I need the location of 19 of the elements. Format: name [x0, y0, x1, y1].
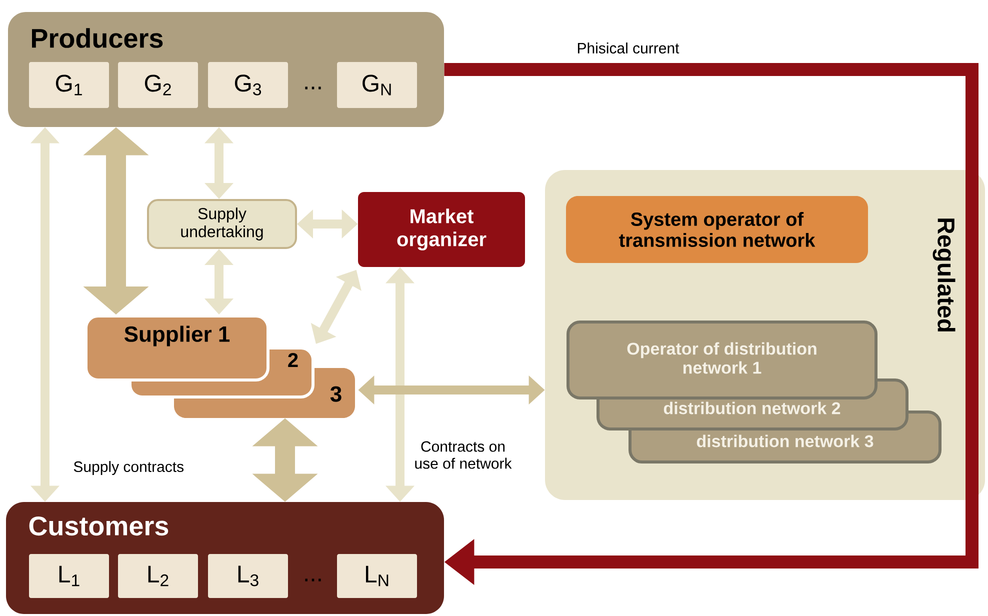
arrow: [444, 63, 979, 586]
edge-label: Contracts on use of network: [415, 441, 512, 469]
supplier-box: Supplier 1: [84, 314, 270, 382]
operator-box: Operator of distribution network 1: [566, 320, 878, 400]
process-box: Market organizer: [358, 192, 525, 267]
generator-box: G$_{2}$: [118, 62, 198, 108]
edge-label: Supply contracts: [74, 461, 184, 475]
ellipsis: ...: [305, 578, 321, 582]
load-box: L$_{3}$: [208, 554, 288, 598]
load-box: L$_{1}$: [29, 554, 109, 598]
generator-box: G$_{1}$: [29, 62, 109, 108]
ellipsis: ...: [305, 86, 321, 90]
load-box: L$_{2}$: [118, 554, 198, 598]
edge-label: Phisical current: [578, 42, 680, 54]
generator-box: G$_{3}$: [208, 62, 288, 108]
node-label: 3: [330, 386, 342, 402]
generator-box: G$_{N}$: [337, 62, 417, 108]
operator-box: System operator of transmission network: [566, 196, 868, 263]
load-box: L$_{N}$: [337, 554, 417, 598]
